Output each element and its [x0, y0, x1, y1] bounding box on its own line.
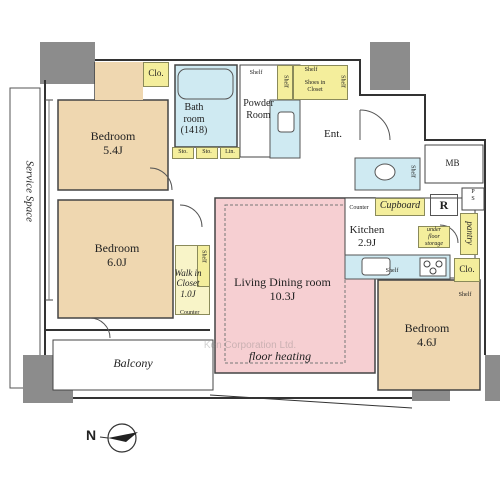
underfloor-label: under floor storage [419, 227, 449, 248]
kitchen-label: Kitchen 2.9J [332, 224, 402, 249]
compass-north-label: N [85, 427, 97, 443]
closet-top-left [143, 62, 169, 87]
walk-in-name-line2: Closet [176, 278, 200, 289]
toilet-shelf-label: Shelf [409, 165, 416, 178]
living-label: Living Dining room 10.3J [215, 275, 350, 304]
bath-label: Bath room (1418) [172, 102, 216, 137]
mb-label: MB [445, 158, 460, 168]
service-space-label: Service Space [23, 160, 36, 223]
bedroom-1-size: 5.4J [103, 142, 123, 157]
kitchen-shelf-label: Shelf [385, 268, 399, 274]
underfloor-line1: under [427, 227, 441, 233]
small-shelf-label: Shelf [458, 292, 472, 298]
entrance-label: Ent. [323, 128, 343, 140]
bedroom-2-size: 6.0J [107, 254, 127, 269]
shoes-line2: Closet [307, 86, 323, 93]
walk-in-size: 1.0J [180, 288, 196, 299]
counter-2-label: Counter [180, 310, 200, 316]
closet-right [454, 258, 480, 282]
cupboard-block [375, 198, 425, 216]
bedroom-3-name: Bedroom [404, 321, 450, 335]
storage-block-2 [196, 147, 218, 159]
storage-2-label: Sto. [202, 149, 212, 155]
underfloor-line2: floor [428, 233, 440, 240]
linen-label: Lin. [225, 149, 235, 155]
bedroom-2-name: Bedroom [94, 241, 140, 255]
fridge-label: R [430, 194, 458, 216]
linen-block [220, 147, 240, 159]
closet-right-label: Clo. [459, 264, 475, 274]
powder-name-line1: Powder [243, 98, 274, 109]
counter-1-label: Counter [349, 205, 369, 211]
pantry-label: pantry [465, 221, 476, 245]
cupboard-label: Cupboard [379, 200, 421, 211]
storage-block-1 [172, 147, 194, 159]
walk-in-name-line1: Walk in [174, 268, 202, 278]
shelf-a-label: Shelf [282, 75, 289, 88]
bedroom-1-name: Bedroom [90, 129, 136, 143]
bath-name-line2: room [183, 113, 205, 125]
underfloor-line3: storage [425, 240, 443, 247]
kitchen-name: Kitchen [349, 224, 385, 236]
bath-name-line1: Bath [184, 102, 204, 113]
balcony-label: Balcony [113, 356, 153, 370]
underfloor-storage [418, 226, 450, 248]
living-floor-heating: floor heating [248, 349, 312, 363]
shoes-closet [293, 65, 348, 100]
bedroom-3-size: 4.6J [417, 334, 437, 349]
wic-shelf-block [197, 245, 210, 287]
kitchen-size: 2.9J [357, 236, 377, 249]
closet-top-label: Clo. [148, 68, 164, 78]
powder-name-line2: Room [246, 109, 271, 121]
storage-1-label: Sto. [178, 149, 188, 155]
living-size: 10.3J [269, 288, 296, 303]
watermark: Ken Corporation Ltd. [203, 340, 297, 351]
ps-s: S [471, 195, 475, 202]
bath-shelf-label: Shelf [249, 70, 263, 76]
shelf-b-label: Shelf [304, 67, 318, 73]
living-name: Living Dining room [234, 275, 331, 289]
shoes-closet-label: Shoes in Closet [295, 80, 335, 94]
shoes-line1: Shoes in [304, 80, 326, 86]
bath-size: (1418) [180, 125, 208, 136]
ps-label: P S [466, 189, 480, 203]
shelf-c-label: Shelf [339, 75, 346, 88]
ps-p: P [471, 189, 475, 195]
bedroom-3-label: Bedroom 4.6J [392, 321, 462, 350]
wic-shelf-label: Shelf [200, 250, 207, 263]
bedroom-2-label: Bedroom 6.0J [82, 241, 152, 270]
shelf-block-a [277, 65, 293, 100]
walk-in-closet-label: Walk in Closet 1.0J [173, 268, 203, 299]
pantry-block [460, 213, 478, 255]
powder-label: Powder Room [236, 98, 281, 121]
bedroom-1-label: Bedroom 5.4J [78, 129, 148, 158]
